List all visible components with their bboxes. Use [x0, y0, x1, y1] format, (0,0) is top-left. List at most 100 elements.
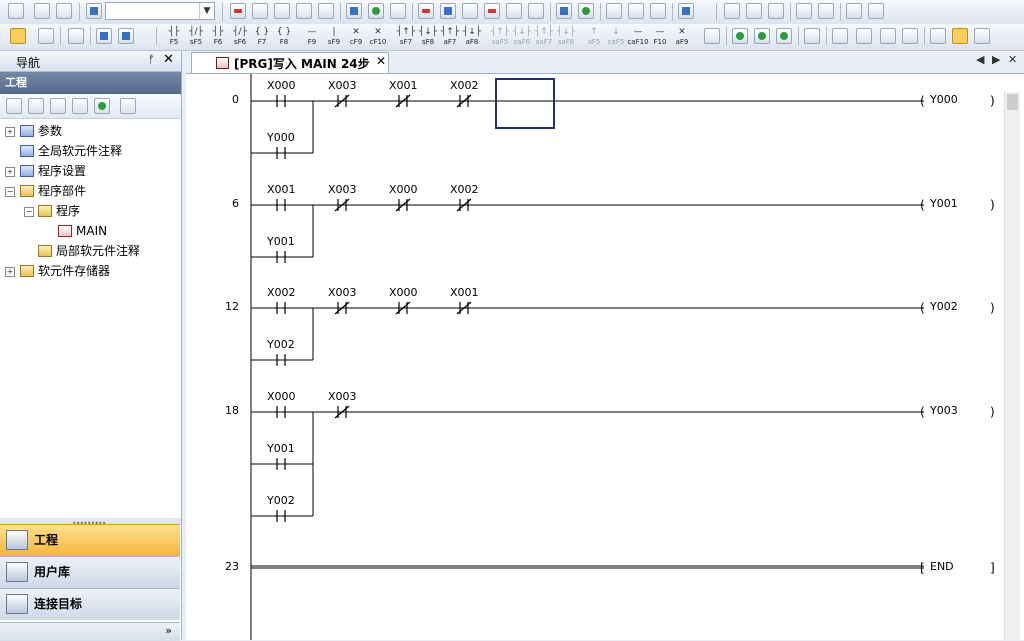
contact-x000[interactable] [276, 95, 286, 107]
zoom-out-icon[interactable] [902, 28, 918, 44]
ladder-key-saf6[interactable]: ┤↓├saF6 [511, 26, 533, 48]
device-comment-icon[interactable] [96, 28, 112, 44]
ladder-key-af8[interactable]: ┤↓├aF8 [461, 26, 483, 48]
monitor-start-icon[interactable] [506, 3, 522, 19]
comment-edit-icon[interactable] [804, 28, 820, 44]
contact-y002[interactable] [276, 510, 286, 522]
step-icon[interactable] [818, 3, 834, 19]
window-icon[interactable] [606, 3, 622, 19]
list-view-icon[interactable] [68, 28, 84, 44]
remote-icon[interactable] [484, 3, 500, 19]
contact-y001[interactable] [276, 458, 286, 470]
ladder-key-saf7[interactable]: ┤↑├saF7 [533, 26, 555, 48]
contact-x001[interactable] [276, 199, 286, 211]
nav-button-connection[interactable]: 连接目标 [0, 588, 180, 620]
align-top-icon[interactable] [724, 3, 740, 19]
ladder-key-sf5[interactable]: ┤/├sF5 [185, 26, 207, 48]
sim-stop-icon[interactable] [868, 3, 884, 19]
contact-y000[interactable] [276, 147, 286, 159]
device-memory-icon[interactable] [118, 28, 134, 44]
ladder-key-cf10[interactable]: ✕cF10 [367, 26, 389, 48]
contact-x003[interactable] [334, 405, 350, 419]
ladder-key-saf8[interactable]: ┤↓├saF8 [555, 26, 577, 48]
cascade-icon[interactable] [628, 3, 644, 19]
compile-icon[interactable] [732, 28, 748, 44]
save-icon[interactable] [56, 3, 72, 19]
nav-more[interactable]: » [0, 622, 180, 641]
breakpoint-icon[interactable] [796, 3, 812, 19]
ladder-key-f7[interactable]: { }F7 [251, 26, 273, 48]
display-icon[interactable] [678, 3, 694, 19]
tab-next-icon[interactable]: ▶ [992, 53, 1001, 66]
device-monitor-icon[interactable] [578, 3, 594, 19]
verify-icon[interactable] [462, 3, 478, 19]
expand-icon[interactable]: + [5, 267, 15, 277]
write-to-plc-icon[interactable] [418, 3, 434, 19]
ladder-key-f6[interactable]: ┤├F6 [207, 26, 229, 48]
undo-icon[interactable] [296, 3, 312, 19]
pin-icon[interactable]: ᚠ [148, 53, 155, 66]
ladder-key-sf8[interactable]: ┤↓├sF8 [417, 26, 439, 48]
device-batch-icon[interactable] [390, 3, 406, 19]
contact-x002[interactable] [276, 302, 286, 314]
contact-x001[interactable] [456, 301, 472, 315]
ladder-key-sf6[interactable]: ┤/├sF6 [229, 26, 251, 48]
ladder-key-af7[interactable]: ┤↑├aF7 [439, 26, 461, 48]
contact-y002[interactable] [276, 354, 286, 366]
contact-x002[interactable] [456, 94, 472, 108]
ladder-key-caf5[interactable]: ↓caF5 [605, 26, 627, 48]
contact-x000[interactable] [276, 406, 286, 418]
ladder-key-saf5[interactable]: ┤↑├saF5 [489, 26, 511, 48]
ladder-key-sf9[interactable]: |sF9 [323, 26, 345, 48]
pane-splitter[interactable]: ••••••••• [0, 518, 181, 528]
paste-icon[interactable] [274, 3, 290, 19]
tile-icon[interactable] [650, 3, 666, 19]
label-edit-icon[interactable] [880, 28, 896, 44]
tab-prev-icon[interactable]: ◀ [976, 53, 985, 66]
overwrite-mode-icon[interactable] [952, 28, 968, 44]
ladder-key-af5[interactable]: ↑aF5 [583, 26, 605, 48]
convert-icon[interactable] [704, 28, 720, 44]
statement-edit-icon[interactable] [832, 28, 848, 44]
new-data-icon[interactable] [6, 98, 22, 114]
expand-icon[interactable]: + [5, 167, 15, 177]
note-edit-icon[interactable] [856, 28, 872, 44]
expand-icon[interactable]: + [5, 127, 15, 137]
refresh-icon[interactable] [94, 98, 110, 114]
align-bottom-icon[interactable] [768, 3, 784, 19]
ladder-key-af9[interactable]: ✕aF9 [671, 26, 693, 48]
ladder-key-f10[interactable]: —F10 [649, 26, 671, 48]
nav-button-library[interactable]: 用户库 [0, 556, 180, 588]
ladder-key-f8[interactable]: { }F8 [273, 26, 295, 48]
tab-main[interactable]: [PRG]写入 MAIN 24步 ✕ [191, 52, 389, 73]
ladder-key-sf7[interactable]: ┤↑├sF7 [395, 26, 417, 48]
ladder-key-cf9[interactable]: ✕cF9 [345, 26, 367, 48]
open-folder-icon[interactable] [34, 3, 50, 19]
cut-icon[interactable] [230, 3, 246, 19]
read-from-plc-icon[interactable] [440, 3, 456, 19]
paste-data-icon[interactable] [50, 98, 66, 114]
device-test-icon[interactable] [556, 3, 572, 19]
compile-all-icon[interactable] [754, 28, 770, 44]
device-combo[interactable]: ▼ [105, 2, 215, 20]
help-icon[interactable] [86, 3, 102, 19]
sort-icon[interactable] [120, 98, 136, 114]
redo-icon[interactable] [318, 3, 334, 19]
rebuild-icon[interactable] [776, 28, 792, 44]
collapse-icon[interactable]: − [5, 187, 15, 197]
zoom-icon[interactable] [974, 28, 990, 44]
align-middle-icon[interactable] [746, 3, 762, 19]
module-icon[interactable] [38, 28, 54, 44]
sim-start-icon[interactable] [846, 3, 862, 19]
new-project-icon[interactable] [8, 3, 24, 19]
ladder-cursor[interactable] [495, 78, 555, 129]
replace-icon[interactable] [368, 3, 384, 19]
vertical-scrollbar[interactable] [1004, 92, 1020, 640]
copy-icon[interactable] [252, 3, 268, 19]
properties-icon[interactable] [72, 98, 88, 114]
copy-data-icon[interactable] [28, 98, 44, 114]
project-view-icon[interactable] [10, 28, 26, 44]
contact-x003[interactable] [334, 198, 350, 212]
scroll-thumb[interactable] [1007, 94, 1018, 110]
